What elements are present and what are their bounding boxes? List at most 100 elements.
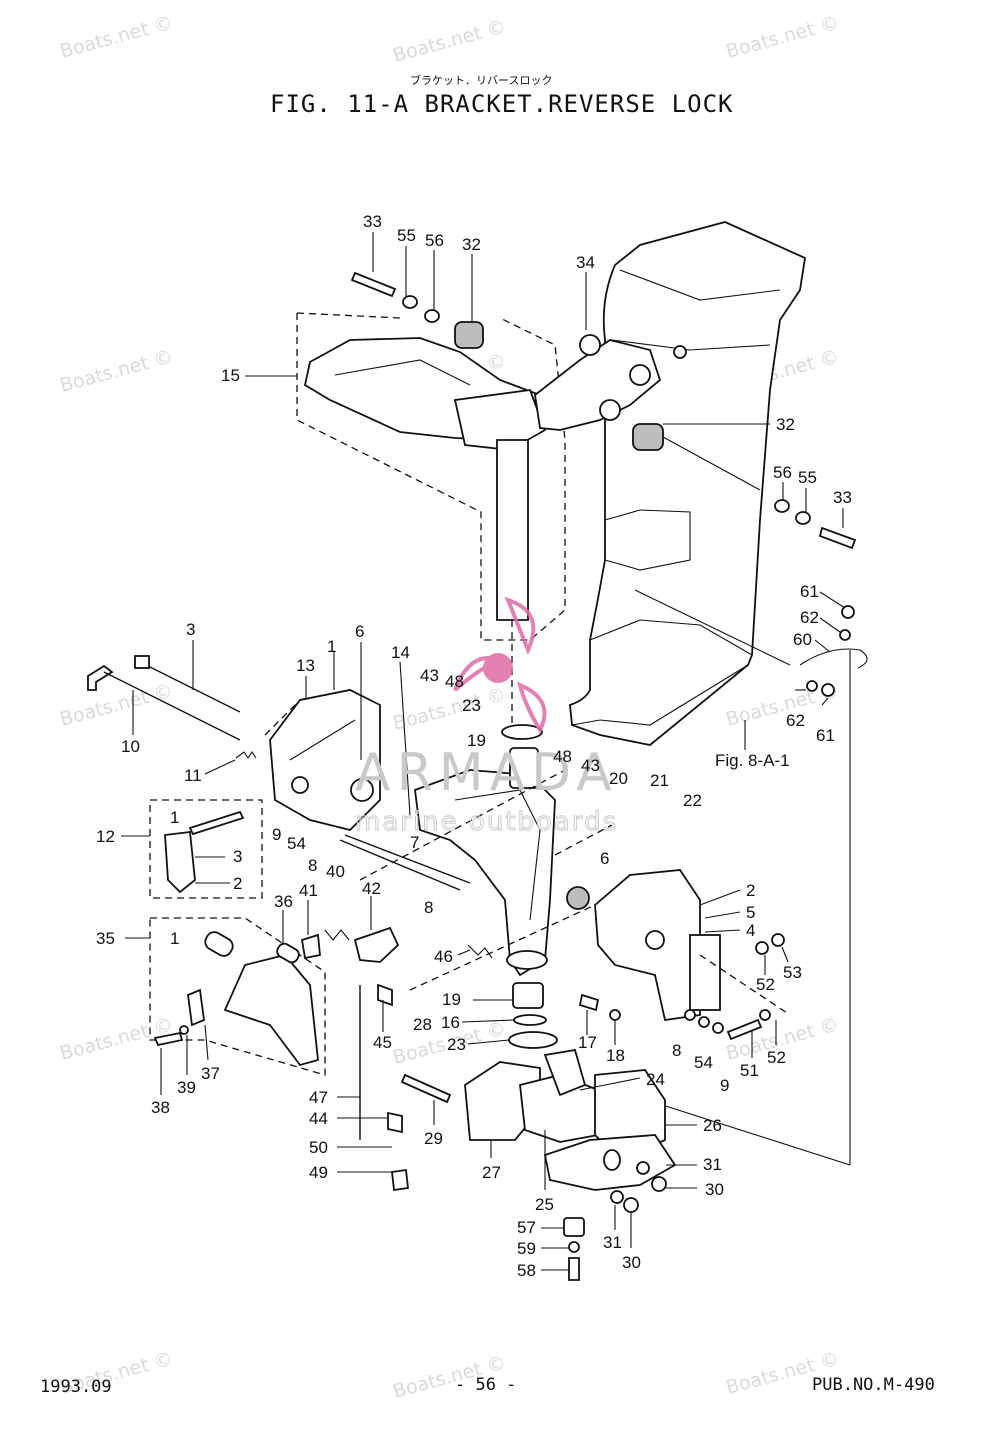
swivel-housing bbox=[569, 221, 806, 746]
callout-label: 26 bbox=[703, 1116, 722, 1135]
callout-label: 36 bbox=[274, 892, 293, 911]
leader-line bbox=[457, 949, 471, 956]
callout-label: 1 bbox=[170, 808, 179, 827]
swivel-housing-detail bbox=[604, 509, 691, 571]
spring bbox=[324, 929, 350, 941]
rubber-stopper bbox=[563, 1217, 585, 1237]
leader-line bbox=[821, 697, 829, 706]
callout-label: 39 bbox=[177, 1078, 196, 1097]
left-clamp-detail bbox=[289, 719, 356, 761]
assembly-line bbox=[634, 589, 791, 666]
assembly-line bbox=[662, 436, 761, 491]
callout-label: 62 bbox=[786, 711, 805, 730]
callout-label: 32 bbox=[462, 235, 481, 254]
bracket-hole bbox=[603, 1149, 621, 1171]
callout-label: 59 bbox=[517, 1239, 536, 1258]
callout-label: 18 bbox=[606, 1046, 625, 1065]
callout-label: 55 bbox=[397, 226, 416, 245]
rubber-mount bbox=[454, 321, 484, 349]
callout-label: 35 bbox=[96, 929, 115, 948]
clamp-plate bbox=[689, 934, 721, 1011]
spring-clip bbox=[799, 648, 868, 669]
callout-label: 52 bbox=[756, 975, 775, 994]
callout-label: 2 bbox=[746, 881, 755, 900]
callout-label: 7 bbox=[410, 833, 419, 852]
callout-label: 3 bbox=[186, 620, 195, 639]
callout-label: 15 bbox=[221, 366, 240, 385]
clip-screw bbox=[841, 605, 855, 619]
leader-line bbox=[819, 617, 841, 633]
callout-label: 10 bbox=[121, 737, 140, 756]
nut bbox=[771, 933, 785, 947]
callout-label: 22 bbox=[683, 791, 702, 810]
leader-line bbox=[204, 1024, 209, 1061]
assembly-line bbox=[699, 954, 791, 1016]
thrust-washer bbox=[508, 1031, 558, 1049]
leader-line bbox=[704, 929, 741, 933]
callout-label: 8 bbox=[672, 1041, 681, 1060]
callout-label: 9 bbox=[272, 825, 281, 844]
drawing-lines bbox=[87, 221, 868, 1281]
leader-lines bbox=[121, 232, 846, 1271]
swivel-bracket-detail bbox=[454, 789, 541, 921]
callout-label: 9 bbox=[720, 1076, 729, 1095]
callout-label: 33 bbox=[363, 212, 382, 231]
callout-label: 8 bbox=[424, 898, 433, 917]
callout-label: 21 bbox=[650, 771, 669, 790]
clamp-boss bbox=[350, 778, 374, 802]
o-ring bbox=[513, 1014, 547, 1026]
group-outline-15-top bbox=[296, 312, 401, 319]
callout-label: 33 bbox=[833, 488, 852, 507]
callout-label: 44 bbox=[309, 1109, 328, 1128]
callout-label: 19 bbox=[467, 731, 486, 750]
callout-label: 49 bbox=[309, 1163, 328, 1182]
logo-blade bbox=[504, 596, 536, 656]
spring bbox=[467, 944, 493, 959]
callout-label: 45 bbox=[373, 1033, 392, 1052]
lever-handle bbox=[87, 664, 114, 691]
callout-label: 56 bbox=[773, 463, 792, 482]
callout-label: 42 bbox=[362, 879, 381, 898]
cap bbox=[391, 1168, 409, 1192]
callout-label: 54 bbox=[694, 1053, 713, 1072]
callout-label: 12 bbox=[96, 827, 115, 846]
leader-line bbox=[819, 591, 846, 609]
upper-mount-detail bbox=[334, 359, 471, 386]
rod-joint bbox=[377, 983, 393, 1007]
callout-label: 43 bbox=[420, 666, 439, 685]
clip-screw bbox=[821, 683, 835, 697]
callout-label: 60 bbox=[793, 630, 812, 649]
leader-line bbox=[814, 639, 831, 653]
callout-label: 61 bbox=[800, 582, 819, 601]
callout-label: 24 bbox=[646, 1070, 665, 1089]
callout-label: 23 bbox=[447, 1035, 466, 1054]
callout-label: 11 bbox=[184, 766, 202, 785]
callout-label: 4 bbox=[746, 921, 755, 940]
bushing bbox=[512, 982, 544, 1009]
callout-label: 34 bbox=[576, 253, 595, 272]
callout-label: 19 bbox=[442, 990, 461, 1009]
callout-label: 50 bbox=[309, 1138, 328, 1157]
thrust-washer bbox=[501, 724, 543, 740]
tilt-pin bbox=[276, 942, 300, 964]
mount-arm-boss bbox=[599, 399, 621, 421]
leader-line bbox=[699, 889, 741, 906]
cap bbox=[609, 1009, 621, 1021]
callout-label: 31 bbox=[603, 1233, 622, 1252]
washer bbox=[712, 1022, 724, 1034]
washer bbox=[774, 499, 790, 513]
assembly-line bbox=[359, 769, 566, 881]
callout-label: 32 bbox=[776, 415, 795, 434]
washer bbox=[402, 295, 418, 309]
figure-title: FIG. 11-A BRACKET.REVERSE LOCK bbox=[270, 90, 733, 118]
housing-bolt-hole bbox=[673, 345, 687, 359]
watermark-text: Boats.net © bbox=[58, 12, 176, 63]
washer bbox=[636, 1161, 650, 1175]
watermark-text: Boats.net © bbox=[58, 680, 176, 731]
callout-label: 46 bbox=[434, 947, 453, 966]
screw bbox=[153, 1031, 184, 1047]
callout-label: 56 bbox=[425, 231, 444, 250]
swivel-housing-detail bbox=[619, 269, 781, 301]
